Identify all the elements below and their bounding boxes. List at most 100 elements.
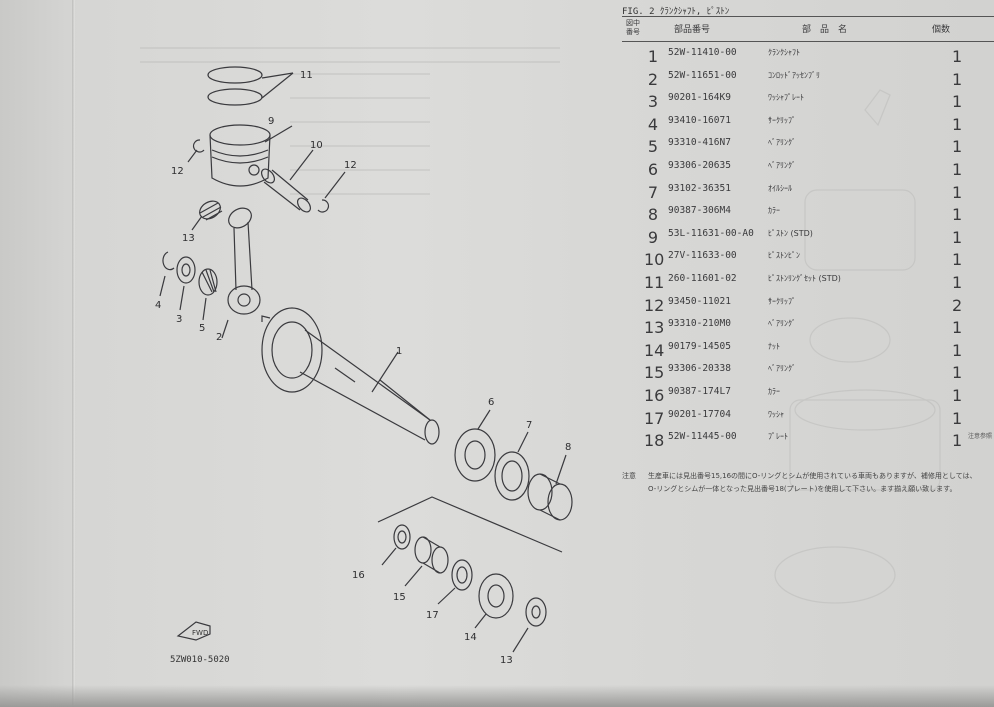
quantity: 1 (952, 47, 963, 66)
quantity: 2 (952, 295, 963, 315)
piston-pin (260, 149, 314, 213)
quantity: 1 (952, 160, 963, 179)
quantity: 1 (952, 273, 963, 292)
small-end-bearing (191, 200, 223, 231)
callout-10: 10 (310, 140, 323, 151)
connecting-rod (221, 207, 261, 339)
callout-17: 16 (352, 570, 365, 581)
quantity: 1 (952, 408, 963, 428)
page-fold (72, 0, 75, 707)
collar-16 (404, 536, 449, 587)
part-name: ﾜｯｼｬ (768, 409, 784, 419)
quantity: 1 (952, 227, 963, 247)
ref-number: 18 (644, 431, 665, 451)
nut-14 (512, 597, 547, 653)
part-name: ﾋﾟｽﾄﾝﾋﾟﾝ (768, 251, 800, 261)
part-name: ﾍﾞｱﾘﾝｸﾞ (768, 138, 796, 148)
quantity: 1 (952, 114, 963, 134)
part-number: 93306-20635 (668, 160, 731, 171)
washer-plate (176, 256, 196, 311)
part-name: ｻｰｸﾘｯﾌﾟ (768, 115, 796, 125)
part-name: ｸﾗﾝｸｼｬﾌﾄ (768, 48, 800, 57)
callout-12-right: 12 (344, 160, 357, 171)
callout-12-left: 12 (171, 166, 184, 177)
drawing-code: 5ZW010-5020 (170, 655, 230, 665)
page-edge-shadow (0, 685, 994, 707)
quantity: 1 (952, 318, 963, 338)
quantity: 1 (952, 250, 963, 270)
ref-number: 4 (647, 114, 658, 134)
part-name: ﾋﾟｽﾄﾝ (STD) (768, 228, 813, 238)
part-name: ﾍﾞｱﾘﾝｸﾞ (768, 161, 796, 170)
ref-number: 17 (644, 408, 665, 428)
part-name: ｻｰｸﾘｯﾌﾟ (768, 296, 796, 306)
ref-number: 6 (647, 160, 658, 179)
header-part-no: 部品番号 (674, 25, 711, 35)
part-number: 93410-16071 (668, 114, 731, 126)
circlip-crank (162, 251, 175, 271)
part-name: ﾜｯｼｬﾌﾟﾚｰﾄ (768, 93, 804, 103)
callout-13: 13 (182, 233, 195, 244)
header-ref-no: 図中番号 (626, 19, 640, 36)
part-number: 53L-11631-00-A0 (668, 227, 754, 239)
callout-16: 15 (393, 592, 406, 603)
ref-number: 10 (644, 250, 665, 270)
circlip-right (317, 199, 330, 213)
note-body: 生産車には見出番号15,16の間にO-リングとシムが使用されている車両もあります… (648, 472, 977, 493)
note-tag: 注意 (622, 472, 636, 480)
ref-number: 13 (644, 318, 665, 338)
part-name: ｶﾗｰ (768, 206, 780, 216)
callout-14: 13 (500, 655, 513, 666)
circlip-left (192, 139, 205, 153)
piston (209, 124, 293, 187)
plate-18 (437, 559, 473, 605)
callout-15: 14 (464, 632, 477, 643)
ref-number: 14 (644, 340, 665, 360)
part-name: ｶﾗｰ (768, 387, 780, 396)
quantity: 1 (952, 386, 963, 405)
part-number: 93310-416N7 (668, 137, 731, 149)
part-number: 93450-11021 (668, 295, 731, 307)
piston-ring-lower (207, 88, 263, 106)
ref-number: 11 (644, 273, 665, 292)
part-number: 90201-17704 (668, 408, 731, 420)
quantity: 1 (952, 182, 963, 202)
table-row: 9 53L-11631-00-A0 ﾋﾟｽﾄﾝ (STD) 1 (622, 223, 994, 247)
callout-4: 4 (155, 300, 162, 311)
bleed-through-left (140, 47, 560, 195)
part-number: 90201-164K9 (668, 92, 731, 104)
ref-number: 12 (644, 295, 665, 315)
washer-17 (381, 524, 411, 566)
callout-3: 3 (176, 314, 183, 325)
ref-number: 9 (647, 227, 658, 247)
ref-number: 2 (647, 69, 658, 89)
part-number: 90179-14505 (668, 340, 731, 352)
part-name: ﾍﾞｱﾘﾝｸﾞ (768, 319, 796, 329)
quantity: 1 (952, 137, 963, 157)
part-name: ﾌﾟﾚｰﾄ (768, 432, 788, 442)
needle-bearing (198, 268, 218, 321)
ref-number: 16 (644, 386, 665, 405)
callout-5: 5 (199, 323, 206, 334)
collar-8 (527, 454, 573, 521)
remark: 注意参照 (968, 433, 993, 441)
callout-18: 17 (426, 610, 439, 621)
part-name: ﾋﾟｽﾄﾝﾘﾝｸﾞｾｯﾄ (STD) (768, 274, 841, 283)
part-name: ﾅｯﾄ (768, 341, 780, 351)
table-row: 4 93410-16071 ｻｰｸﾘｯﾌﾟ 1 (622, 110, 994, 134)
ref-number: 7 (647, 182, 658, 202)
part-name: ﾍﾞｱﾘﾝｸﾞ (768, 364, 796, 374)
part-number: 52W-11410-00 (668, 47, 737, 58)
header-part-name: 部 品 名 (802, 25, 848, 35)
ref-number: 8 (647, 205, 658, 225)
part-number: 90387-306M4 (668, 205, 731, 217)
part-number: 260-11601-02 (668, 273, 737, 284)
